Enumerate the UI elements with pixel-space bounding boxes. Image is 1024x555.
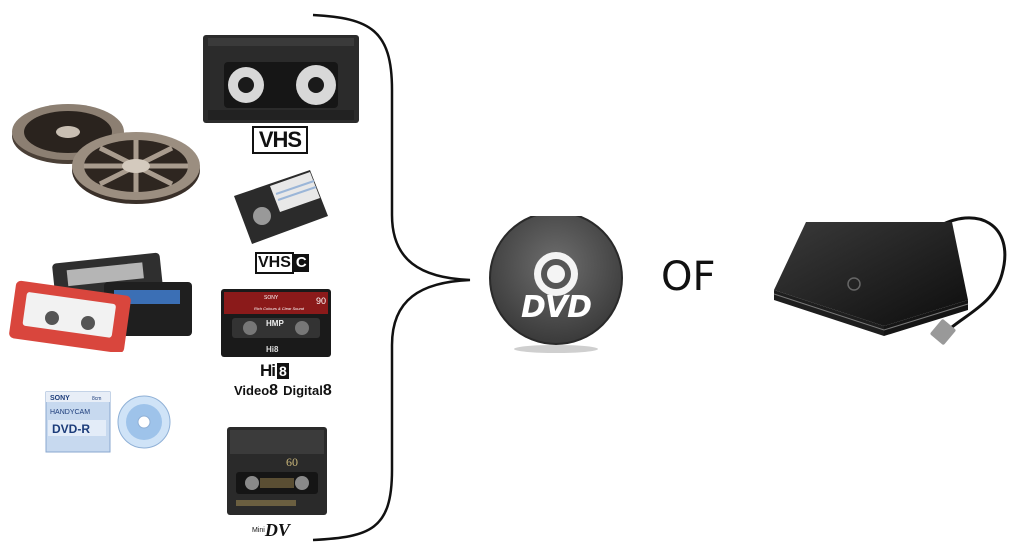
minidvd-sub: 8cm: [92, 396, 101, 402]
dvd-label: DVD: [504, 290, 608, 326]
video8-digit: 8: [269, 382, 279, 399]
grouping-brace: [310, 10, 490, 545]
hi8-brand: SONY: [264, 295, 279, 301]
digital8-digit: 8: [322, 382, 332, 399]
hi8-model: HMP: [266, 319, 284, 328]
hi8-mark: Hi8: [266, 345, 279, 354]
vhs-c-logo: VHS C: [255, 252, 309, 274]
vhs-c-logo-suffix: C: [293, 254, 309, 272]
minidv-length: 60: [286, 455, 298, 469]
vhs-c-tape-icon: [230, 166, 330, 248]
vhs-logo: VHS: [252, 126, 308, 154]
hi8-length: 90: [316, 296, 326, 306]
hi8-logo-hi: Hi: [260, 361, 276, 380]
vhs-tape-icon: [202, 34, 360, 124]
vhs-logo-text: VHS: [258, 127, 302, 152]
mini-dvd-icon: SONY HANDYCAM DVD-R 8cm: [44, 390, 174, 454]
minidv-logo-mini: Mini: [252, 527, 265, 534]
external-hard-drive-icon: [766, 204, 1012, 364]
minidvd-type: DVD-R: [52, 422, 90, 436]
minidvd-line: HANDYCAM: [50, 409, 90, 416]
video8-digital8-logos: Video 8 Digital 8: [234, 382, 332, 400]
film-reels-icon: [8, 88, 204, 218]
vhs-c-logo-text: VHS: [255, 252, 294, 274]
hi8-logo-8: 8: [277, 363, 289, 379]
dvd-disc-icon: [486, 216, 626, 356]
minidv-logo: Mini DV: [252, 518, 290, 540]
hi8-line1: Rich Colours & Clear Sound: [254, 306, 305, 311]
dvd-label-text: DVD: [520, 290, 592, 325]
video8-text: Video: [234, 383, 270, 398]
minidv-logo-dv: DV: [264, 520, 290, 540]
minidvd-brand: SONY: [50, 395, 70, 402]
hi8-logo: Hi 8: [260, 362, 289, 380]
audio-cassettes-icon: [8, 252, 196, 352]
or-label: OF: [661, 254, 716, 300]
hi8-tape-icon: SONY 90 Rich Colours & Clear Sound HMP H…: [220, 288, 332, 358]
minidv-tape-icon: 60: [226, 426, 328, 516]
digital8-text: Digital: [283, 383, 323, 398]
